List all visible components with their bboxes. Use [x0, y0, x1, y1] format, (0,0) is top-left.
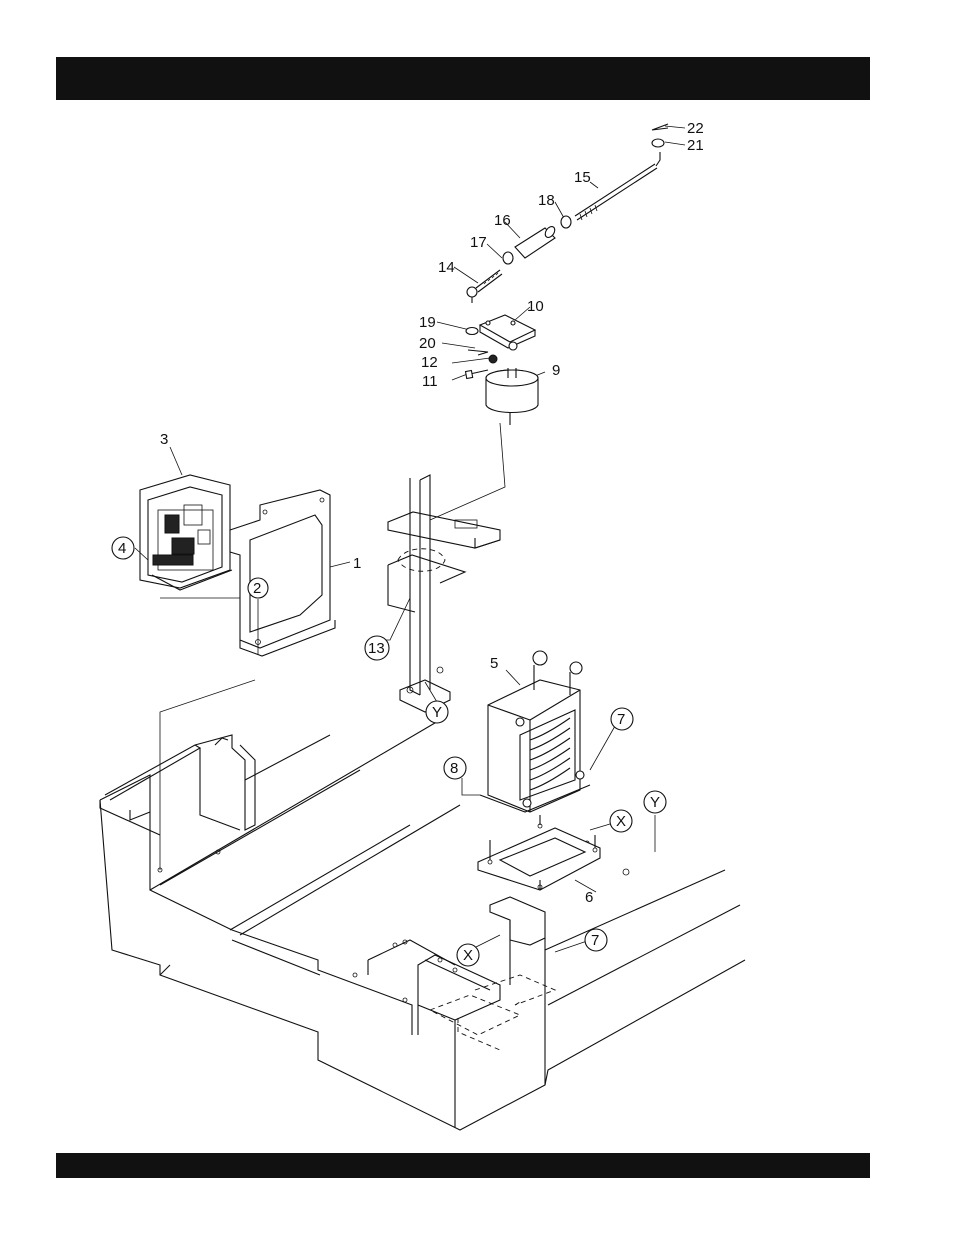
callout-18: 18	[538, 192, 555, 209]
link-bracket	[480, 315, 535, 350]
base-frame	[100, 720, 745, 1130]
callout-20: 20	[419, 335, 436, 352]
callout-16: 16	[494, 212, 511, 229]
callout-17: 17	[470, 234, 487, 251]
callout-19: 19	[419, 314, 436, 331]
callout-y-b: Y	[650, 794, 660, 811]
callout-8: 8	[450, 760, 458, 777]
callout-15: 15	[574, 169, 591, 186]
bracket-plate	[230, 490, 335, 656]
callout-10: 10	[527, 298, 544, 315]
callout-7-a: 7	[617, 711, 625, 728]
callout-7-b: 7	[591, 932, 599, 949]
callout-22: 22	[687, 120, 704, 137]
callout-13: 13	[368, 640, 385, 657]
callout-5: 5	[490, 655, 498, 672]
callout-12: 12	[421, 354, 438, 371]
vertical-post	[388, 475, 500, 712]
callout-1: 1	[353, 555, 361, 572]
callout-14: 14	[438, 259, 455, 276]
callout-3: 3	[160, 431, 168, 448]
callout-6: 6	[585, 889, 593, 906]
callout-2: 2	[253, 580, 261, 597]
callout-x-a: X	[616, 813, 626, 830]
vibration-mount	[486, 368, 538, 425]
hardware-small	[466, 328, 497, 379]
callout-9: 9	[552, 362, 560, 379]
callout-4: 4	[118, 540, 126, 557]
callout-y-a: Y	[432, 704, 442, 721]
callout-21: 21	[687, 137, 704, 154]
callout-11: 11	[422, 373, 438, 390]
mount-plate	[478, 815, 600, 890]
callout-x-b: X	[463, 947, 473, 964]
transformer	[480, 651, 590, 812]
control-box	[140, 475, 232, 590]
